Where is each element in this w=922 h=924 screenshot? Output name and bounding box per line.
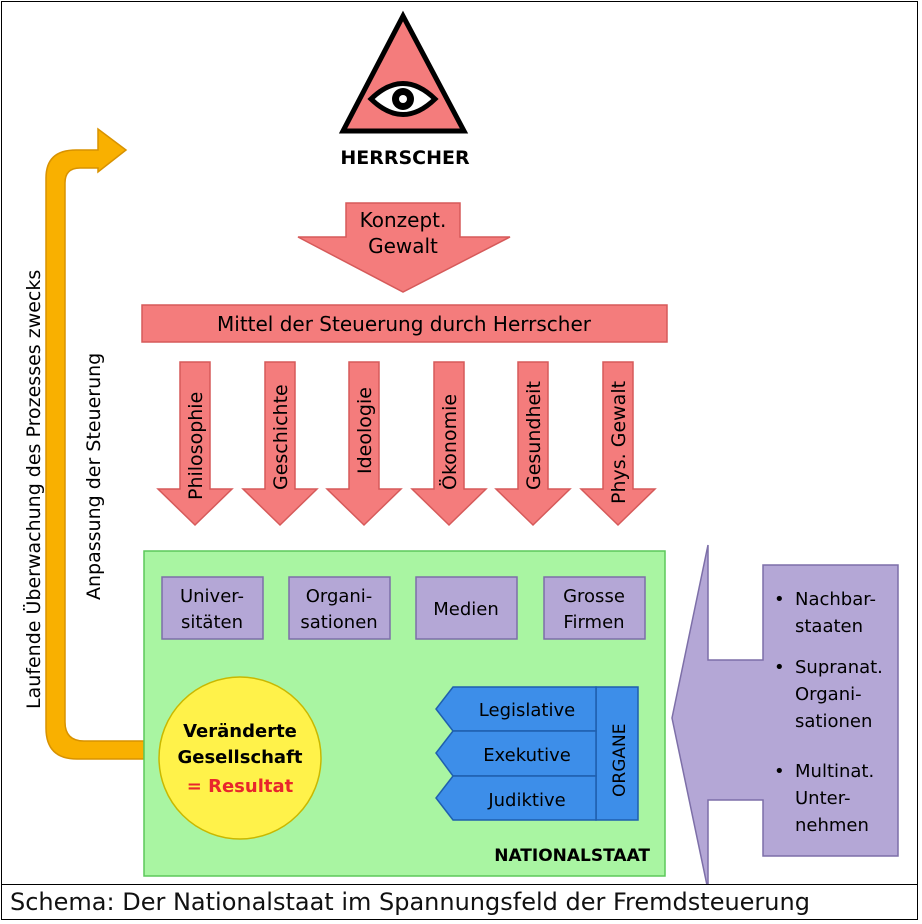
external-item-line: Unter- [795,788,850,809]
means-arrow-label: Gesundheit [523,381,545,490]
bullet-icon: • [774,589,785,610]
institution-line1: Univer- [180,586,244,607]
means-arrow-label: Geschichte [270,384,292,490]
organ-label: Exekutive [483,745,571,766]
organ-label: Legislative [479,700,575,721]
all-seeing-eye-icon [338,10,469,134]
institution-line2: sationen [300,612,377,633]
institution-line2: Firmen [563,612,624,633]
figure-caption: Schema: Der Nationalstaat im Spannungsfe… [10,888,810,916]
ruler-label: HERRSCHER [340,147,470,169]
means-arrow-label: Phys. Gewalt [608,381,630,504]
external-item-line: staaten [795,616,863,637]
feedback-inner-label: Anpassung der Steuerung [83,353,105,600]
nation-state-label: NATIONALSTAAT [494,846,650,866]
external-item-line: Supranat. [795,657,883,678]
means-arrow-label: Philosophie [185,392,207,500]
means-arrow-phys-gewalt: Phys. Gewalt [579,361,657,527]
organ-judiktive [435,775,597,821]
external-influence-arrow [671,544,899,884]
diagram-canvas: HERRSCHER Konzept. Gewalt Mittel der Ste… [22,10,899,884]
means-arrow-ideologie: Ideologie [325,361,403,527]
institution-line1: Medien [433,599,499,620]
institution-line2: sitäten [181,612,243,633]
institution-box-universitaeten [161,576,264,640]
bullet-icon: • [774,761,785,782]
institution-box-grosse-firmen [543,576,646,640]
result-line3: = Resultat [187,776,294,797]
means-arrow-label: Ideologie [354,387,376,474]
means-arrow-geschichte: Geschichte [241,361,319,527]
external-item-line: Multinat. [795,761,874,782]
means-arrow-philosophie: Philosophie [156,361,234,527]
organ-label: Judiktive [487,790,565,811]
institution-box-medien [415,576,518,640]
caption-separator [1,884,918,885]
conceptual-power-line2: Gewalt [368,234,438,258]
bullet-icon: • [774,657,785,678]
organs-title: ORGANE [610,724,630,797]
control-means-bar [141,304,668,343]
external-item-line: Nachbar- [795,589,876,610]
institution-line1: Organi- [306,586,373,607]
control-means-label: Mittel der Steuerung durch Herrscher [217,312,592,336]
external-item-line: Organi- [795,684,862,705]
organs-bar [595,686,639,821]
feedback-arrow [45,127,145,760]
result-line2: Gesellschaft [177,747,302,768]
feedback-outer-label: Laufende Überwachung des Prozesses zweck… [22,270,45,709]
means-arrow-label: Ökonomie [438,394,461,490]
result-line1: Veränderte [183,721,297,742]
conceptual-power-line1: Konzept. [360,208,447,232]
external-item-line: sationen [795,711,872,732]
means-arrow-oekonomie: Ökonomie [410,361,488,527]
conceptual-power-arrow [297,202,511,293]
external-item-line: nehmen [795,815,869,836]
external-influence-list: • Nachbar- staaten • Supranat. Organi- s… [774,589,883,836]
means-arrow-gesundheit: Gesundheit [494,361,572,527]
institution-line1: Grosse [563,586,625,607]
institution-box-organisationen [288,576,391,640]
result-circle [158,676,322,840]
